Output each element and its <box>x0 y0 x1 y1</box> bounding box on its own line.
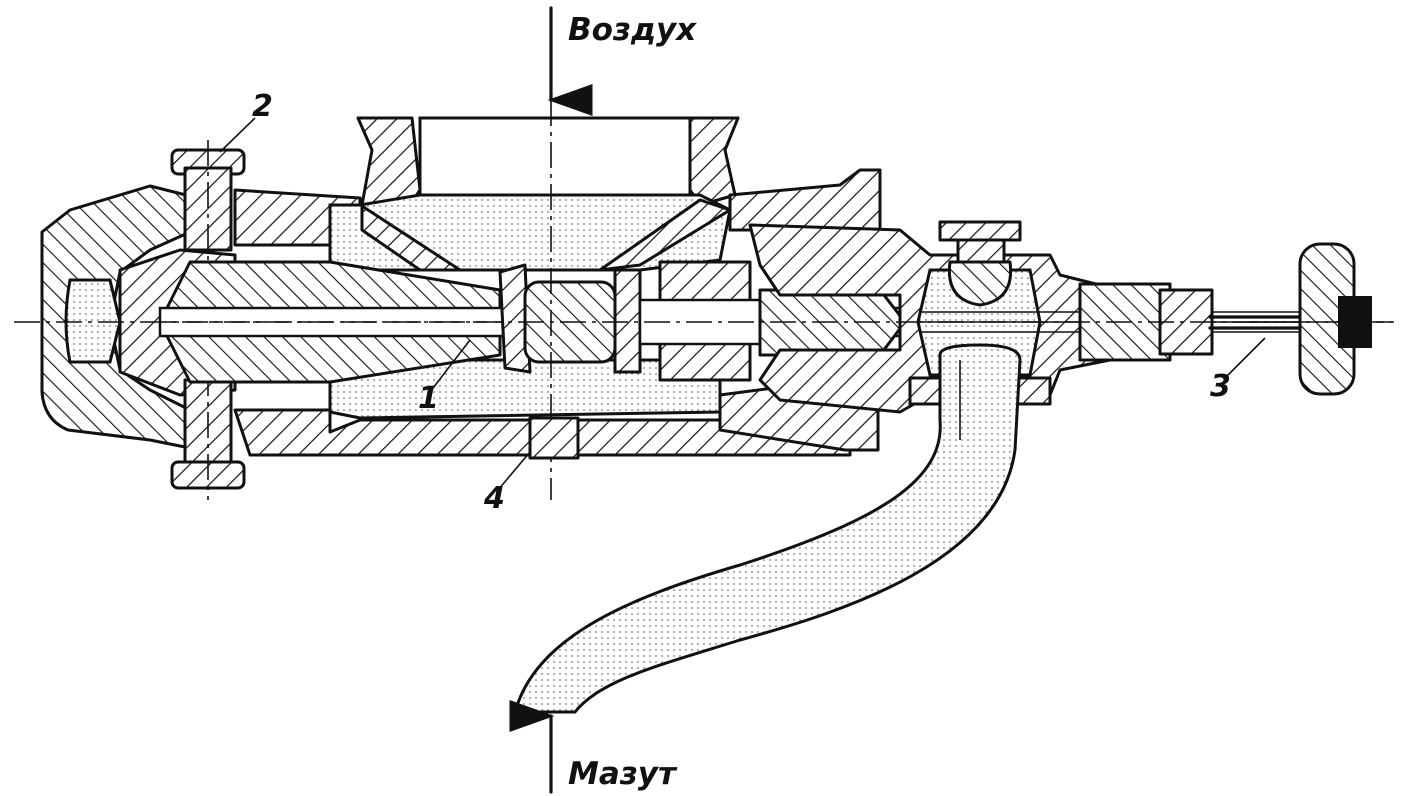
drain-plug <box>528 416 580 460</box>
leader-lines <box>219 117 1266 491</box>
part-number-1: 1 <box>418 381 439 416</box>
part-number-2: 2 <box>252 89 273 124</box>
clamp-bolt-bottom <box>170 370 246 500</box>
spindle <box>1208 315 1312 330</box>
part-number-4: 4 <box>483 481 505 516</box>
handwheel <box>1250 242 1392 396</box>
fuel-oil-label: Мазут <box>568 756 678 792</box>
clamp-bolt-top <box>170 140 246 260</box>
burner-body <box>233 116 882 457</box>
fuel-oil-pipe <box>513 343 1022 714</box>
air-label: Воздух <box>568 12 697 48</box>
part-number-3: 3 <box>1210 369 1231 404</box>
